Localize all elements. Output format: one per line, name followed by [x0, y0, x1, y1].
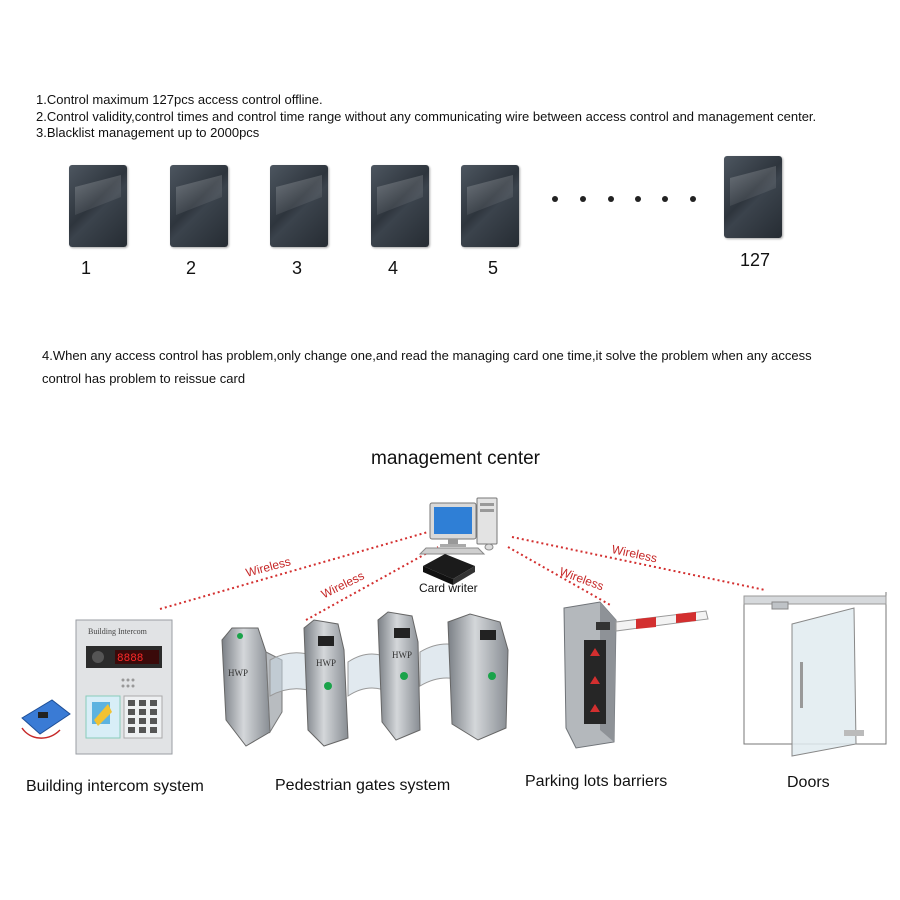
card-number-4: 4	[388, 258, 399, 278]
parking-barrier-icon	[563, 601, 709, 749]
card-image-2	[170, 165, 228, 247]
gate-brand-2: HWP	[316, 658, 336, 668]
wireless-link-intercom	[159, 531, 429, 610]
caption-doors: Doors	[787, 774, 830, 791]
door-icon	[743, 592, 887, 757]
feature-2: 2.Control validity,control times and con…	[36, 109, 817, 124]
feature-4-line-1: 4.When any access control has problem,on…	[42, 348, 812, 363]
card-writer-icon	[423, 554, 475, 585]
card-image-127	[724, 156, 782, 238]
caption-intercom: Building intercom system	[26, 778, 204, 795]
wireless-link-gates	[305, 546, 439, 621]
feature-4-line-2: control has problem to reissue card	[42, 371, 246, 386]
card-number-5: 5	[488, 258, 499, 278]
gate-brand-3: HWP	[392, 650, 412, 660]
wireless-links	[159, 531, 766, 621]
pedestrian-gates-icon	[221, 611, 509, 747]
gate-brand-1: HWP	[228, 668, 248, 678]
wireless-link-doors	[511, 536, 766, 591]
card-image-5	[461, 165, 519, 247]
card-number-3: 3	[292, 258, 303, 278]
svg-text:8888: 8888	[117, 653, 143, 665]
feature-1: 1.Control maximum 127pcs access control …	[36, 92, 323, 107]
card-number-2: 2	[186, 258, 197, 278]
circuit-board-icon	[21, 699, 71, 739]
card-image-1	[69, 165, 127, 247]
caption-parking: Parking lots barriers	[525, 773, 668, 790]
card-number-1: 1	[81, 258, 92, 278]
ellipsis-dot	[690, 196, 696, 202]
card-writer-label: Card writer	[419, 581, 478, 595]
intercom-panel-label: Building Intercom	[88, 627, 147, 636]
card-image-4	[371, 165, 429, 247]
card-number-127: 127	[740, 250, 771, 270]
intercom-panel-icon: 8888	[75, 619, 173, 755]
computer-icon	[418, 497, 498, 555]
ellipsis-dot	[662, 196, 668, 202]
ellipsis-dot	[552, 196, 558, 202]
caption-gates: Pedestrian gates system	[275, 777, 451, 794]
card-image-3	[270, 165, 328, 247]
management-center-title: management center	[371, 448, 540, 469]
ellipsis-dot	[608, 196, 614, 202]
ellipsis-dot	[635, 196, 641, 202]
ellipsis-dot	[580, 196, 586, 202]
feature-3: 3.Blacklist management up to 2000pcs	[36, 125, 260, 140]
